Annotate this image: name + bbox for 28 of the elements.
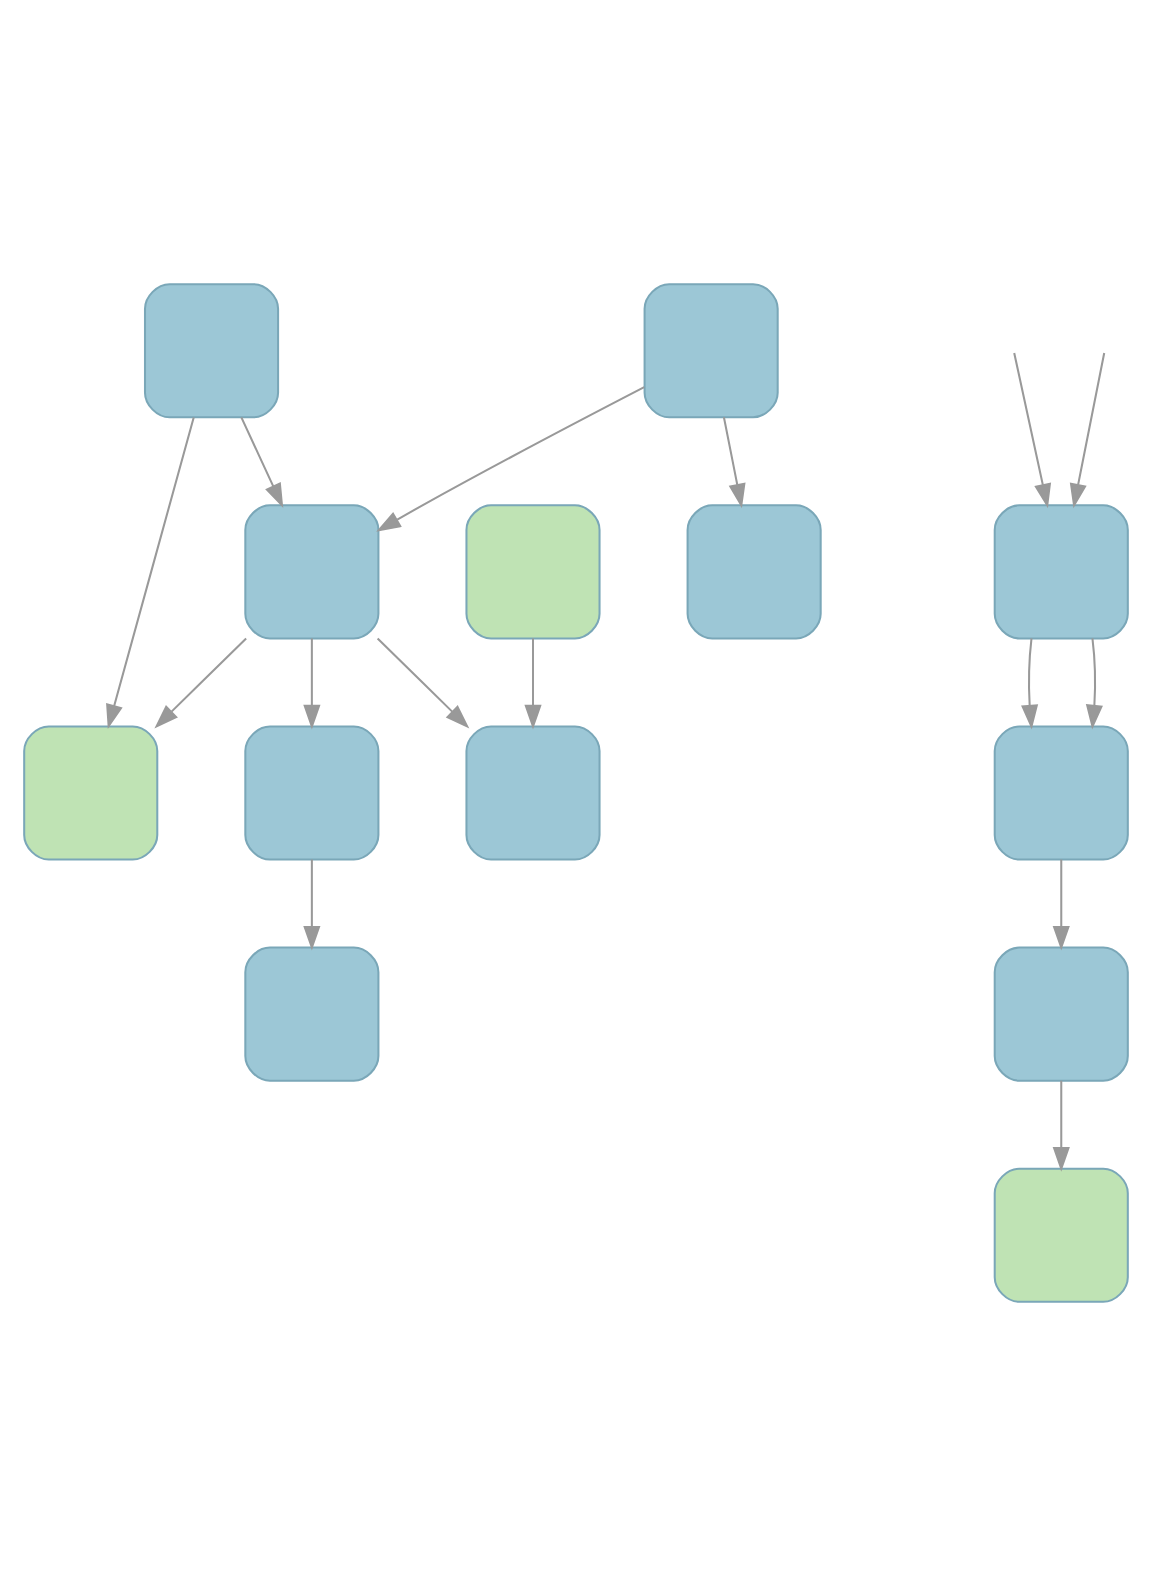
arrow: [1021, 638, 1039, 730]
node-box: [993, 946, 1129, 1082]
node-box: [643, 283, 779, 419]
arrow: [1013, 352, 1052, 509]
node-box: [23, 725, 159, 861]
arrow: [1085, 638, 1103, 730]
node-box: [993, 1167, 1129, 1303]
arrow: [303, 859, 321, 951]
arrow: [376, 637, 470, 729]
arrow: [106, 417, 195, 730]
arrow: [1069, 352, 1106, 509]
node-box: [465, 504, 601, 640]
arrow: [303, 638, 321, 730]
arrow: [524, 638, 542, 730]
node-box: [143, 283, 280, 419]
arrow: [1052, 859, 1070, 951]
arrow: [1052, 1080, 1070, 1172]
node-box: [465, 725, 601, 861]
arrow: [376, 386, 645, 532]
node-box: [686, 504, 822, 640]
node-box: [244, 504, 380, 640]
node-box: [244, 946, 380, 1082]
arrow: [154, 637, 247, 729]
node-box: [244, 725, 380, 861]
arrow: [722, 417, 746, 509]
node-box: [993, 725, 1129, 861]
arrow: [240, 416, 284, 508]
node-box: [993, 504, 1129, 640]
